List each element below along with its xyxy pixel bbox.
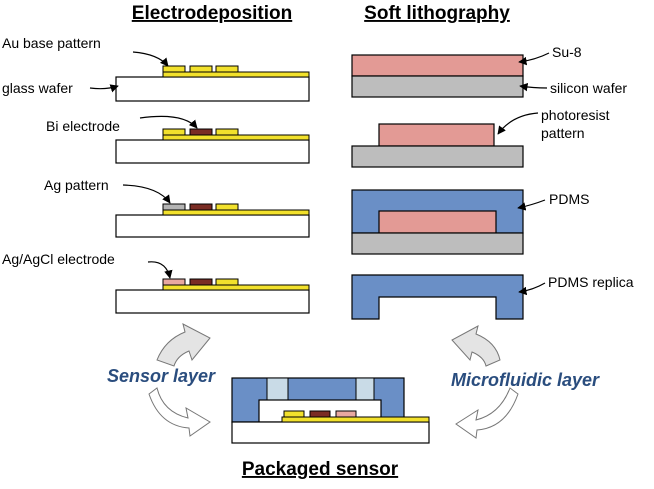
label-su8: Su-8 — [552, 44, 582, 60]
gold-base-layer — [162, 209, 310, 216]
electrodeposition-step-4: Ag/AgCl electrode — [2, 251, 310, 314]
agcl-electrode — [162, 278, 186, 286]
arrow-photoresist — [497, 112, 539, 135]
silicon-wafer — [351, 232, 524, 255]
bismuth-electrode — [189, 203, 213, 211]
gold-base-layer — [281, 416, 430, 423]
gold-pad — [283, 410, 305, 418]
label-bi-electrode: Bi electrode — [46, 118, 120, 134]
arrow-glass-wafer — [89, 84, 119, 93]
gold-pad — [162, 128, 186, 136]
label-glass-wafer: glass wafer — [2, 80, 73, 96]
label-ag-agcl-electrode: Ag/AgCl electrode — [2, 251, 115, 267]
glass-wafer-substrate — [115, 139, 310, 164]
heading-packaged-sensor: Packaged sensor — [242, 459, 399, 480]
silver-pattern — [162, 203, 186, 211]
packaged-sensor-assembly — [231, 377, 430, 444]
bismuth-electrode — [189, 278, 213, 286]
glass-wafer-substrate — [115, 76, 310, 102]
arrow-au-base — [132, 51, 169, 67]
pdms-replica — [351, 274, 524, 320]
gold-pad — [215, 278, 239, 286]
curved-arrow-right-bottom — [455, 387, 519, 439]
arrow-pdms — [517, 199, 546, 211]
curved-arrow-left-top — [156, 323, 211, 367]
photoresist-pattern — [378, 123, 495, 147]
soft-lithography-step-4: PDMS replica — [351, 274, 634, 320]
gold-pad — [215, 128, 239, 136]
gold-pad — [215, 203, 239, 211]
label-au-base-pattern: Au base pattern — [2, 35, 101, 51]
arrow-ag-agcl — [147, 261, 173, 279]
label-silicon-wafer: silicon wafer — [550, 80, 627, 96]
gold-base-layer — [162, 284, 310, 291]
label-pdms: PDMS — [549, 191, 589, 207]
gold-pad — [215, 65, 239, 73]
glass-wafer-substrate — [115, 289, 310, 314]
gold-pad — [162, 65, 186, 73]
arrow-pdms-replica — [518, 282, 546, 296]
inlet-port — [266, 377, 289, 401]
outlet-port — [355, 377, 375, 401]
agcl-electrode — [335, 410, 357, 418]
label-photoresist-line1: photoresist — [541, 107, 610, 123]
electrodeposition-step-2: Bi electrode — [46, 115, 310, 164]
electrodeposition-step-1: Au base pattern glass wafer — [2, 35, 310, 102]
label-sensor-layer: Sensor layer — [107, 366, 216, 386]
label-microfluidic-layer: Microfluidic layer — [451, 370, 600, 390]
photoresist-pattern — [378, 210, 497, 234]
bismuth-electrode — [189, 128, 213, 136]
glass-wafer-substrate — [231, 421, 430, 444]
curved-arrow-left-bottom — [148, 387, 211, 437]
label-ag-pattern: Ag pattern — [44, 177, 109, 193]
glass-wafer-substrate — [115, 214, 310, 238]
soft-lithography-step-1: Su-8 silicon wafer — [351, 44, 627, 98]
soft-lithography-step-2: photoresist pattern — [351, 107, 610, 168]
electrodeposition-step-3: Ag pattern — [44, 177, 310, 238]
arrow-ag-pattern — [122, 184, 171, 204]
label-photoresist-line2: pattern — [541, 125, 585, 141]
bismuth-electrode — [309, 410, 331, 418]
heading-soft-lithography: Soft lithography — [364, 3, 510, 24]
silicon-wafer — [351, 145, 524, 168]
curved-arrow-right-top — [451, 325, 501, 367]
silicon-wafer — [351, 75, 524, 98]
gold-base-layer — [162, 134, 310, 141]
soft-lithography-step-3: PDMS — [351, 189, 589, 255]
heading-electrodeposition: Electrodeposition — [132, 3, 292, 24]
su8-layer — [351, 54, 524, 77]
label-pdms-replica: PDMS replica — [548, 274, 634, 290]
gold-base-layer — [162, 71, 310, 78]
gold-pad — [189, 65, 213, 73]
arrow-bi-electrode — [139, 115, 198, 129]
arrow-su8 — [518, 52, 550, 66]
arrow-silicon-wafer — [519, 82, 548, 92]
